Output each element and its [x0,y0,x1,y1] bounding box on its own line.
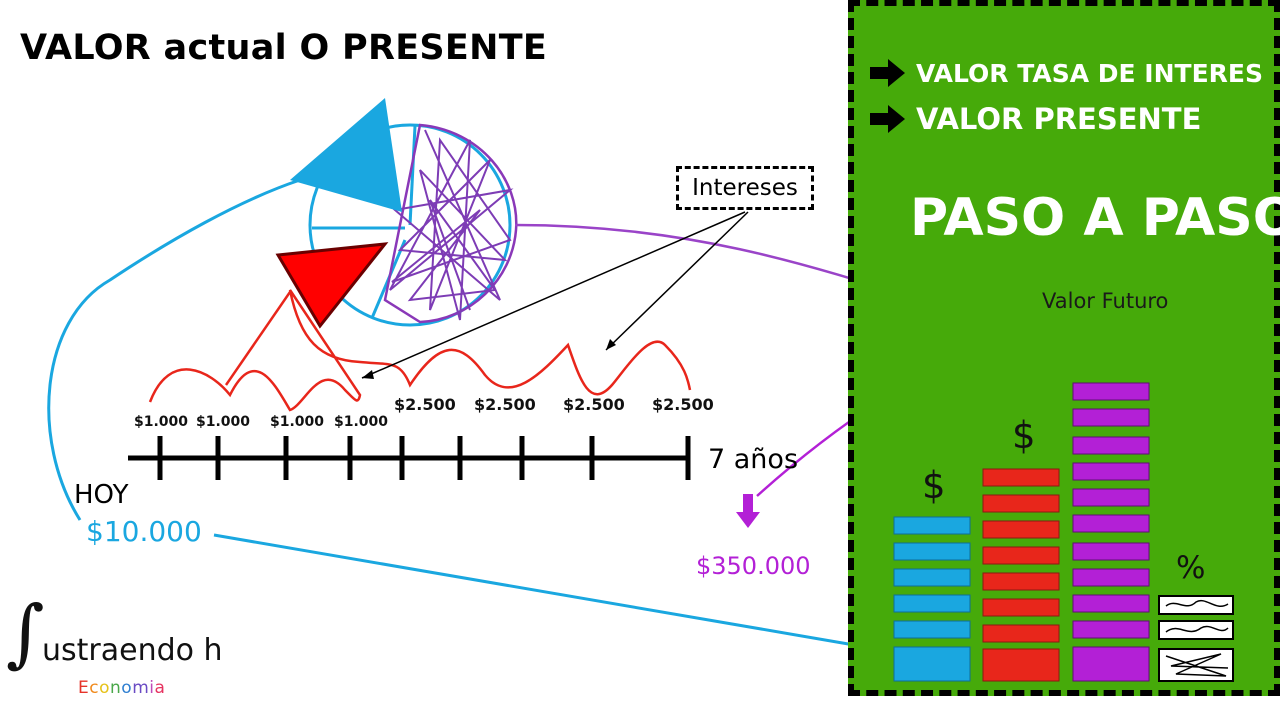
payment-label: $1.000 [196,414,251,430]
panel-item-label: VALOR PRESENTE [916,102,1202,136]
interest-arrow-line [361,211,746,379]
panel-item-tasa: VALOR TASA DE INTERES [870,58,1263,88]
timeline-end-label: 7 años [708,444,799,475]
cyan-connector-line [213,533,861,648]
right-arrow-icon [870,105,905,133]
logo-letter: i [149,678,155,698]
red-connector-line [224,291,292,386]
logo-letter: n [110,678,122,698]
interest-arrow-line [605,211,749,351]
logo-letter: o [99,678,111,698]
logo-text: ustraendo h [42,633,223,668]
interest-arrowhead [362,370,374,379]
payment-label: $2.500 [652,395,714,414]
payment-label: $2.500 [394,395,456,414]
cyan-bar-stack [893,516,971,682]
logo-letter: E [78,678,90,698]
red-bar-stack [982,468,1060,682]
right-arrow-icon [870,59,905,87]
today-label: HOY [74,480,129,510]
integral-logo-icon: ∫ [6,590,45,676]
currency-symbol: $ [1012,414,1036,457]
future-value-label: Valor Futuro [1042,289,1169,313]
percent-symbol: % [1176,550,1206,586]
red-triangle [275,242,389,329]
page-title: VALOR actual O PRESENTE [20,28,548,68]
future-value: $350.000 [696,552,811,580]
purple-bar-stack [1072,382,1150,682]
down-arrow-icon [736,494,760,528]
payment-label: $2.500 [474,395,536,414]
payment-label: $2.500 [563,395,625,414]
pie-slice-line [408,125,417,226]
logo-subtitle: Economia [78,678,165,698]
panel-item-presente: VALOR PRESENTE [870,102,1201,136]
percent-scribbles [1165,599,1229,677]
payment-label: $1.000 [134,414,189,430]
interest-arrowhead [606,339,616,350]
summary-panel: VALOR TASA DE INTERES VALOR PRESENTE PAS… [848,0,1280,696]
logo-letter: c [89,678,100,698]
purple-scribble [389,129,514,321]
panel-heading: PASO A PASO [910,188,1280,248]
logo-letter: o [121,678,133,698]
logo-letter: m [132,678,150,698]
cyan-connector-curve [47,178,301,521]
interest-label-box: Intereses [676,166,814,210]
panel-item-label: VALOR TASA DE INTERES [916,58,1263,88]
cyan-triangle [290,98,402,212]
stacked-bars [893,382,1234,682]
payment-label: $1.000 [334,414,389,430]
present-value: $10.000 [86,515,202,548]
currency-symbol: $ [922,464,946,507]
timeline-ticks [157,436,691,480]
red-interest-wave [148,289,692,412]
payment-label: $1.000 [270,414,325,430]
logo-letter: a [154,678,166,698]
